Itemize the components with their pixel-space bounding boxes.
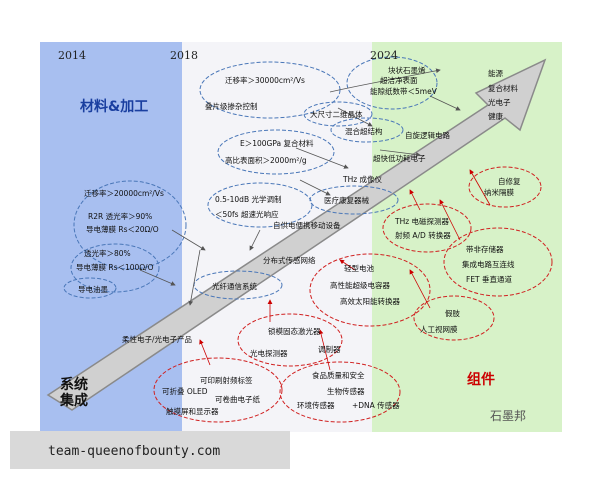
node-food-safety: 食品质量和安全 [312, 371, 365, 380]
node-battery: 轻型电池 [344, 264, 374, 273]
node-conductive-ink: 导电油墨 [78, 285, 108, 294]
node-thz-imager: THz 成像仪 [343, 175, 383, 184]
node-printable-rf: 可印刷射频标签 [200, 376, 253, 385]
component-connectors [199, 169, 491, 371]
node-composite: 复合材料 [488, 84, 518, 93]
node-mobility-30000: 迁移率＞30000cm²/Vs [225, 76, 305, 85]
year-2014: 2014 [58, 49, 86, 62]
node-rf-electronics: 超快低功耗电子 [373, 154, 426, 163]
node-spin-storage: 带非存储器 [466, 245, 504, 254]
watermark-bar [10, 431, 290, 469]
node-bio-sensors: 生物传感器 [327, 387, 365, 396]
material-connectors [139, 68, 461, 306]
node-dna-sensors: +DNA 传感器 [352, 401, 400, 410]
node-logic-circuit: 自旋逻辑电路 [405, 131, 450, 140]
node-ultra-clean: 超洁净表面 [380, 76, 418, 85]
node-solar: 高效太阳能转换器 [340, 297, 400, 306]
node-mobility-20000: 迁移率＞20000cm²/Vs [84, 189, 164, 198]
materials-ellipses [63, 56, 438, 300]
section-integration: 系统集成 [60, 377, 88, 409]
brand-logo-text: 石墨邦 [490, 409, 527, 423]
main-progress-arrow [46, 58, 547, 411]
node-mode-locked-laser: 锁模固态激光器 [268, 327, 321, 336]
node-e100gpa: E＞100GPa 复合材料 [240, 139, 314, 148]
year-2018: 2018 [170, 49, 198, 62]
node-optical-comm: 光纤通信系统 [212, 282, 257, 291]
node-photodetector: 光电探测器 [250, 349, 288, 358]
section-materials: 材料&加工 [80, 99, 149, 115]
node-self-healing: 自修复 [498, 177, 521, 186]
band-2024 [372, 42, 562, 432]
node-medical-device: 医疗康复器械 [324, 196, 369, 205]
node-touch-display: 触摸屏和显示器 [166, 407, 219, 416]
node-large-2d-crystal: 大尺寸二维晶体 [310, 110, 363, 119]
node-response-50fs: ＜50fs 超速光响应 [215, 210, 279, 219]
node-supercapacitor: 高性能超级电容器 [330, 281, 390, 290]
node-optical-modulation: 0.5-10dB 光学调制 [215, 195, 282, 204]
node-thz-detector: THz 电磁探测器 [395, 217, 450, 226]
node-energy: 能源 [488, 69, 503, 78]
year-2024: 2024 [370, 49, 398, 62]
node-optoelectronics: 光电子 [488, 98, 511, 107]
node-integrated-circuit: 集成电路互连线 [462, 260, 515, 269]
node-modulator: 调制器 [318, 345, 341, 354]
node-membrane: 假肢 [445, 309, 460, 318]
node-r2r-transmittance: R2R 透光率＞90% [88, 212, 153, 221]
node-flexible-sensors: 分布式传感网络 [263, 256, 316, 265]
node-hybrid-structure: 混合超结构 [345, 127, 383, 136]
watermark-text: team-queenofbounty.com [48, 444, 221, 459]
node-surface-area: 高比表面积＞2000m²/g [225, 156, 307, 165]
node-multilayer-growth: 叠片级掺杂控制 [205, 102, 258, 111]
node-nano-film: 纳米隔膜 [484, 188, 514, 197]
node-rf-ad: 射频 A/D 转换器 [395, 231, 451, 240]
node-bulk-graphene: 块状石墨烯 [388, 66, 426, 75]
node-env-sensors: 环境传感器 [297, 401, 335, 410]
node-fet-channel: FET 垂直通道 [466, 275, 513, 284]
node-self-powered: 自供电便携移动设备 [273, 221, 341, 230]
node-rollable-paper: 可卷曲电子纸 [215, 395, 260, 404]
node-sheet-resistance-20: 导电薄膜 Rs＜20Ω/O [86, 225, 159, 234]
node-bandgap: 能隙纸数带＜5meV [370, 87, 437, 96]
node-sheet-resistance-100: 导电薄膜 Rs＜100Ω/O [76, 263, 154, 272]
section-components: 组件 [467, 372, 495, 388]
node-foldable-oled: 可折叠 OLED [162, 387, 208, 396]
node-flexible-electronics: 柔性电子/光电子产品 [122, 335, 193, 344]
node-transmittance-80: 透光率＞80% [84, 249, 131, 258]
node-health: 健康 [488, 112, 503, 121]
component-ellipses [153, 166, 553, 423]
node-artificial-retina: 人工视网膜 [420, 325, 458, 334]
